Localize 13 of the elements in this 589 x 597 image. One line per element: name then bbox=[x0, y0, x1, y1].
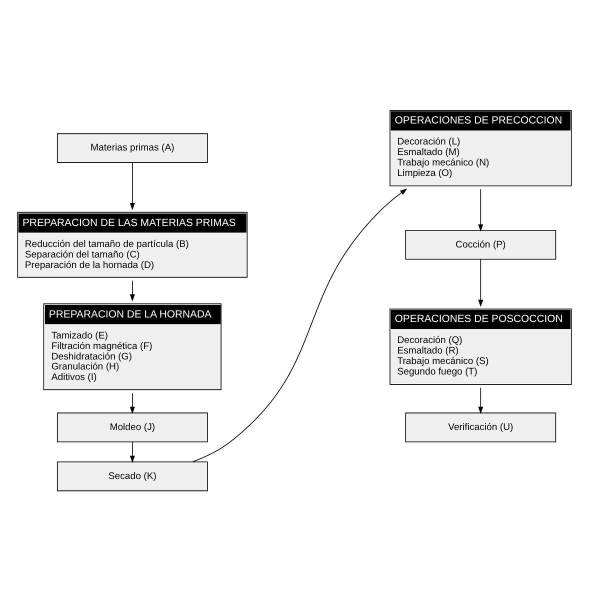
arrow bbox=[130, 162, 135, 210]
node-box: Verificación (U) bbox=[405, 412, 556, 442]
node-box: Secado (K) bbox=[56, 461, 208, 491]
arrow bbox=[130, 280, 135, 302]
arrow bbox=[478, 386, 484, 414]
arrow bbox=[130, 441, 135, 462]
arrow bbox=[130, 392, 135, 414]
arrow bbox=[478, 188, 484, 232]
node-box: Moldeo (J) bbox=[56, 412, 208, 442]
node-box: Cocción (P) bbox=[405, 229, 556, 260]
node-box: Materias primas (A) bbox=[56, 132, 208, 162]
arrow bbox=[192, 188, 408, 462]
arrow bbox=[478, 258, 484, 306]
